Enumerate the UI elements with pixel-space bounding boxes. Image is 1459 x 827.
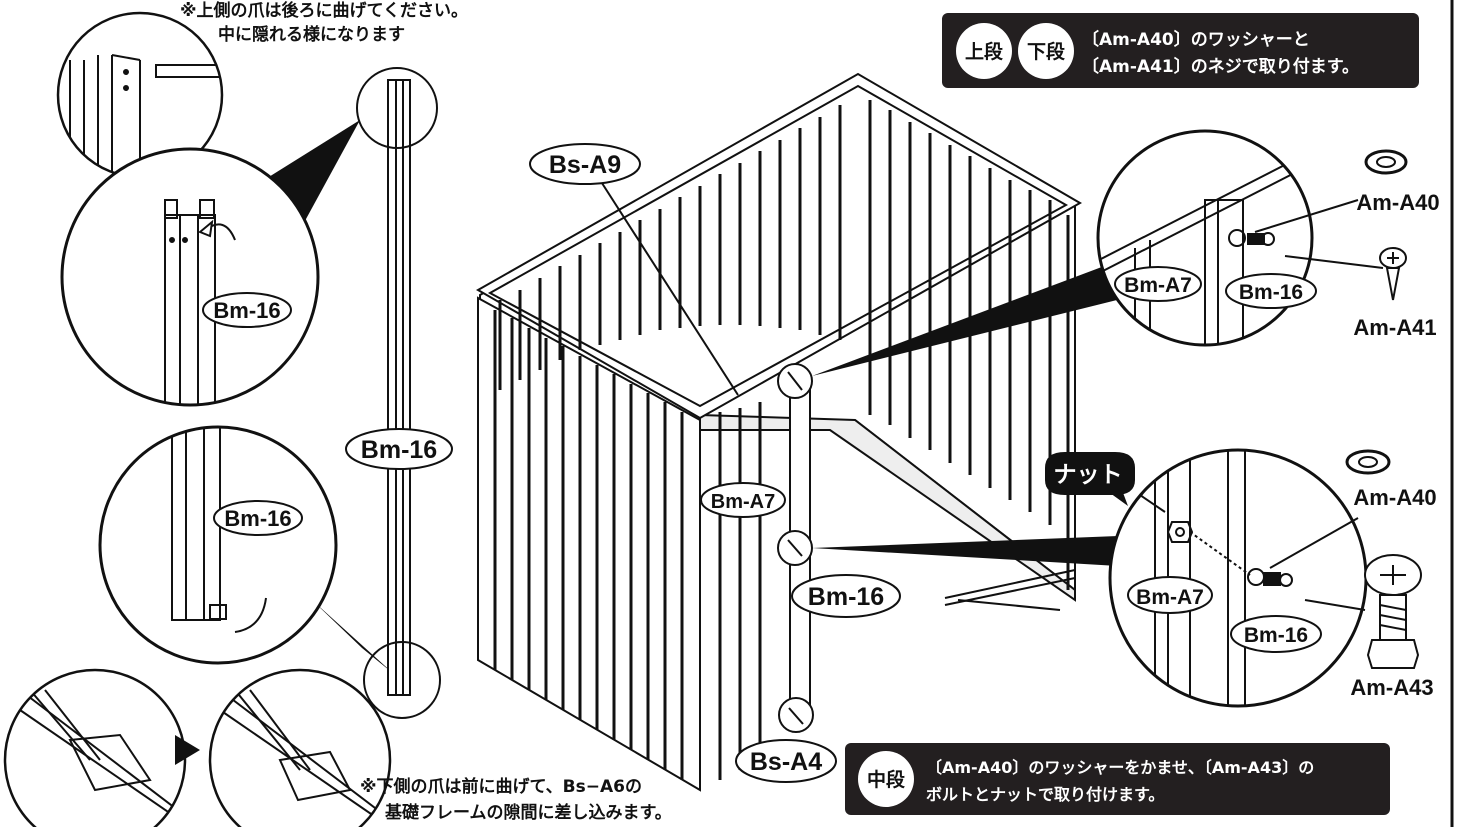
instruction-box-mid: 中段 〔Am-A40〕のワッシャーをかませ、〔Am-A43〕の ボルトとナットで…	[845, 743, 1390, 815]
label-am-a41: Am-A41	[1353, 315, 1436, 340]
label-am-a40-1: Am-A40	[1356, 190, 1439, 215]
svg-text:Bm-16: Bm-16	[808, 583, 884, 611]
zoom-circle-base-before	[3, 668, 187, 827]
note-top-line1: ※上側の爪は後ろに曲げてください。	[180, 0, 468, 21]
leader-am-a40-2	[1269, 517, 1359, 569]
label-bs-a9: Bs-A9	[529, 143, 641, 185]
label-bm16-zoom1: Bm-16	[1225, 273, 1317, 309]
leader-am-a43	[1304, 599, 1366, 611]
label-bm16-zoom-top: Bm-16	[202, 292, 292, 328]
box-mid-line2: ボルトとナットで取り付けます。	[926, 785, 1164, 804]
zoom-circle-right-top	[1096, 129, 1314, 347]
badge-upper: 上段	[965, 40, 1004, 63]
zoom-circle-top-detail	[56, 11, 224, 179]
badge-middle: 中段	[867, 768, 906, 791]
label-nut: ナット	[1045, 452, 1135, 506]
box-top-line2: 〔Am-A41〕のネジで取り付ます。	[1082, 56, 1359, 77]
shed-ribs-front	[493, 310, 762, 780]
callout-wedge-right-mid	[812, 536, 1118, 566]
shed-base-rails	[944, 569, 1076, 611]
label-bs-a4: Bs-A4	[735, 739, 837, 783]
svg-text:Bm-16: Bm-16	[213, 298, 280, 323]
svg-text:Bm-A7: Bm-A7	[1136, 586, 1204, 609]
zoom-circle-bottom-clip	[98, 425, 338, 665]
note-top-line2: 中に隠れる様になります	[218, 24, 405, 45]
label-bm16-shed: Bm-16	[791, 574, 901, 618]
post-bm16	[356, 67, 441, 719]
svg-text:Bm-16: Bm-16	[361, 436, 437, 464]
badge-lower: 下段	[1027, 40, 1066, 63]
label-bm16-zoom-bottom: Bm-16	[213, 500, 303, 536]
screw-am-a41-icon	[1379, 247, 1407, 301]
label-bm-a7-zoom2: Bm-A7	[1127, 576, 1213, 614]
label-bm16-main: Bm-16	[345, 428, 453, 470]
label-bm-a7-shed: Bm-A7	[700, 482, 786, 518]
callout-wedge-right-top	[812, 262, 1125, 376]
bolt-am-a43-icon	[1364, 554, 1422, 669]
label-am-a40-2: Am-A40	[1353, 485, 1436, 510]
label-bm16-zoom2: Bm-16	[1230, 615, 1322, 653]
zoom-circle-base-after	[208, 668, 392, 827]
leader-nut	[1139, 494, 1166, 513]
callout-wedge-bottom	[312, 600, 395, 675]
svg-text:Bm-16: Bm-16	[1244, 624, 1308, 647]
box-top-line1: 〔Am-A40〕のワッシャーと	[1082, 29, 1310, 50]
leader-am-a41	[1284, 255, 1384, 269]
instruction-box-top: 上段 下段 〔Am-A40〕のワッシャーと 〔Am-A41〕のネジで取り付ます。	[942, 13, 1419, 88]
svg-text:Bs-A9: Bs-A9	[549, 151, 621, 179]
washer-am-a40-1-icon	[1364, 149, 1408, 175]
leader-bs-a9	[599, 179, 739, 396]
label-am-a43: Am-A43	[1350, 675, 1433, 700]
svg-text:Bm-A7: Bm-A7	[711, 491, 775, 513]
note-bottom-line1: ※下側の爪は前に曲げて、Bs−A6の	[360, 776, 642, 797]
note-bottom-line2: 基礎フレームの隙間に差し込みます。	[384, 802, 672, 823]
svg-text:ナット: ナット	[1054, 462, 1123, 488]
svg-text:Bm-16: Bm-16	[1239, 281, 1303, 304]
leader-am-a40-1	[1254, 199, 1359, 233]
box-mid-line1: 〔Am-A40〕のワッシャーをかませ、〔Am-A43〕の	[926, 758, 1314, 777]
svg-text:Bm-16: Bm-16	[224, 506, 291, 531]
washer-am-a40-2-icon	[1345, 449, 1391, 475]
zoom-circle-top-clip	[60, 147, 320, 407]
svg-text:Bm-A7: Bm-A7	[1124, 274, 1192, 297]
arrow-right-icon	[175, 735, 200, 765]
svg-text:Bs-A4: Bs-A4	[750, 748, 822, 776]
label-bm-a7-zoom1: Bm-A7	[1114, 266, 1202, 302]
